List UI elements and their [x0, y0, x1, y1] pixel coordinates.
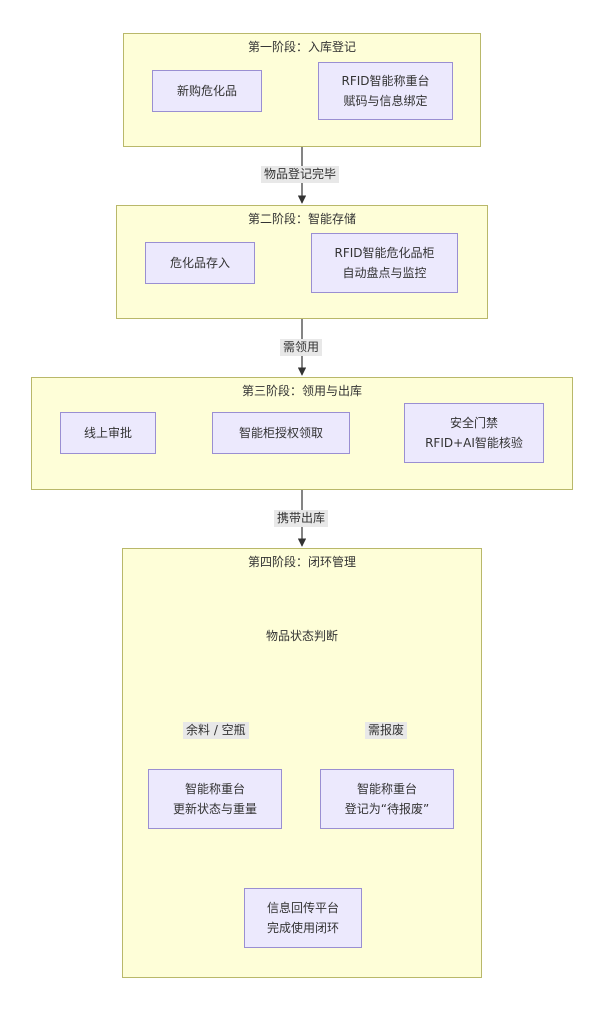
- edge-label-leftover: 余料 / 空瓶: [183, 722, 249, 739]
- node-rfid-scale-binding-line1: RFID智能称重台: [341, 74, 430, 88]
- edge-label-registered: 物品登记完毕: [261, 166, 340, 183]
- node-online-approval-label: 线上审批: [83, 426, 132, 440]
- node-security-gate[interactable]: 安全门禁 RFID+AI智能核验: [404, 403, 544, 463]
- node-scale-update-line1: 智能称重台: [184, 782, 245, 796]
- node-store-label: 危化品存入: [169, 256, 230, 270]
- node-store[interactable]: 危化品存入: [145, 242, 255, 284]
- node-scale-scrap-line2: 登记为“待报废”: [344, 802, 430, 816]
- node-scale-update[interactable]: 智能称重台 更新状态与重量: [148, 769, 282, 829]
- node-feedback-platform[interactable]: 信息回传平台 完成使用闭环: [244, 888, 362, 948]
- decision-label: 物品状态判断: [265, 629, 338, 643]
- stage-3-title: 第三阶段：领用与出库: [241, 384, 362, 398]
- node-auth-take-label: 智能柜授权领取: [238, 426, 323, 440]
- node-scale-scrap-line1: 智能称重台: [356, 782, 417, 796]
- node-rfid-scale-binding[interactable]: RFID智能称重台 赋码与信息绑定: [318, 62, 453, 120]
- edge-label-carry-out: 携带出库: [274, 510, 329, 527]
- node-security-gate-line1: 安全门禁: [449, 416, 498, 430]
- node-rfid-cabinet[interactable]: RFID智能危化品柜 自动盘点与监控: [311, 233, 458, 293]
- node-feedback-platform-line2: 完成使用闭环: [266, 921, 339, 935]
- node-new-purchase[interactable]: 新购危化品: [152, 70, 262, 112]
- stage-2-title: 第二阶段：智能存储: [247, 212, 356, 226]
- edge-label-scrap: 需报废: [365, 722, 408, 739]
- node-rfid-scale-binding-line2: 赋码与信息绑定: [343, 94, 428, 108]
- node-rfid-cabinet-line1: RFID智能危化品柜: [334, 246, 435, 260]
- node-feedback-platform-line1: 信息回传平台: [266, 901, 339, 915]
- node-security-gate-line2: RFID+AI智能核验: [425, 436, 523, 450]
- node-online-approval[interactable]: 线上审批: [60, 412, 156, 454]
- node-scale-update-line2: 更新状态与重量: [172, 802, 257, 816]
- node-rfid-cabinet-line2: 自动盘点与监控: [342, 266, 427, 280]
- stage-4-title: 第四阶段：闭环管理: [247, 555, 356, 569]
- stage-1-title: 第一阶段：入库登记: [247, 40, 356, 54]
- node-new-purchase-label: 新购危化品: [176, 84, 237, 98]
- node-scale-scrap[interactable]: 智能称重台 登记为“待报废”: [320, 769, 454, 829]
- node-auth-take[interactable]: 智能柜授权领取: [212, 412, 350, 454]
- edge-label-need-use: 需领用: [280, 339, 323, 356]
